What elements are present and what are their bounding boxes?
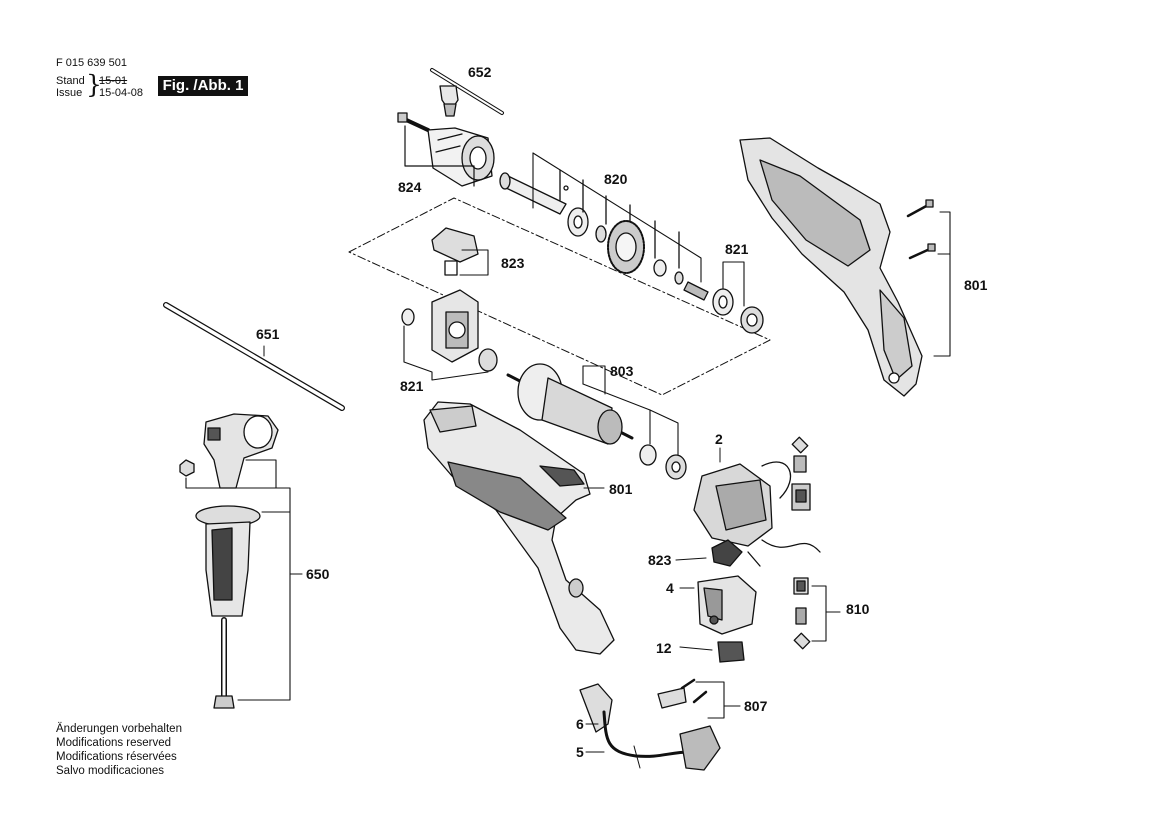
part-label-823-upper: 823 <box>501 255 525 271</box>
clip-part <box>431 227 479 276</box>
spindle-part <box>499 172 709 301</box>
part-label-821-upper: 821 <box>725 241 749 257</box>
armature-part <box>506 363 687 480</box>
cord-clamp-part <box>657 678 708 709</box>
brush-set-part <box>793 577 811 650</box>
notice-line-de: Änderungen vorbehalten <box>56 723 182 735</box>
figure-label: Fig. /Abb. 1 <box>158 76 248 96</box>
document-number: F 015 639 501 <box>56 57 127 69</box>
field-stator-part <box>693 461 821 567</box>
part-label-12: 12 <box>656 640 672 656</box>
housing-left-part <box>423 401 615 655</box>
notice-line-fr: Modifications réservées <box>56 751 177 763</box>
part-label-801-right: 801 <box>964 277 988 293</box>
stand-label: Stand <box>56 75 85 87</box>
part-label-6: 6 <box>576 716 584 732</box>
switch-part <box>697 575 757 635</box>
notice-line-es: Salvo modificaciones <box>56 765 165 777</box>
housing-right-part <box>739 137 923 397</box>
modifications-notice: Änderungen vorbehalten Modifications res… <box>56 722 182 778</box>
issue-value: 15-04-08 <box>99 87 144 99</box>
notice-line-en: Modifications reserved <box>56 737 172 749</box>
assembly-frame <box>348 197 771 396</box>
stand-value: 15-01 <box>99 75 128 87</box>
part-label-2: 2 <box>715 431 723 447</box>
chuck-key-part <box>430 68 504 117</box>
part-label-650: 650 <box>306 566 330 582</box>
part-label-824: 824 <box>398 179 422 195</box>
depth-rod-part <box>163 302 345 411</box>
bearing-upper-part <box>712 288 764 334</box>
drill-chuck-part <box>427 127 495 187</box>
auxiliary-handle-part <box>179 413 279 709</box>
part-label-803: 803 <box>610 363 634 379</box>
power-cable-part <box>579 683 721 771</box>
part-label-5: 5 <box>576 744 584 760</box>
part-label-820: 820 <box>604 171 628 187</box>
part-label-823-lower: 823 <box>648 552 672 568</box>
part-label-821-lower: 821 <box>400 378 424 394</box>
brace-glyph: } <box>86 70 102 99</box>
part-label-810: 810 <box>846 601 870 617</box>
part-label-4: 4 <box>666 580 674 596</box>
part-label-807: 807 <box>744 698 768 714</box>
part-label-651: 651 <box>256 326 280 342</box>
clip-lower-part <box>711 539 743 567</box>
chuck-screw-part <box>397 112 430 132</box>
carbon-brush-part <box>791 436 811 511</box>
housing-screws-part <box>906 199 936 260</box>
part-label-801-left: 801 <box>609 481 633 497</box>
part-label-652: 652 <box>468 64 492 80</box>
gear-housing-part <box>401 289 498 372</box>
issue-label: Issue <box>56 87 83 99</box>
capacitor-part <box>717 641 745 663</box>
